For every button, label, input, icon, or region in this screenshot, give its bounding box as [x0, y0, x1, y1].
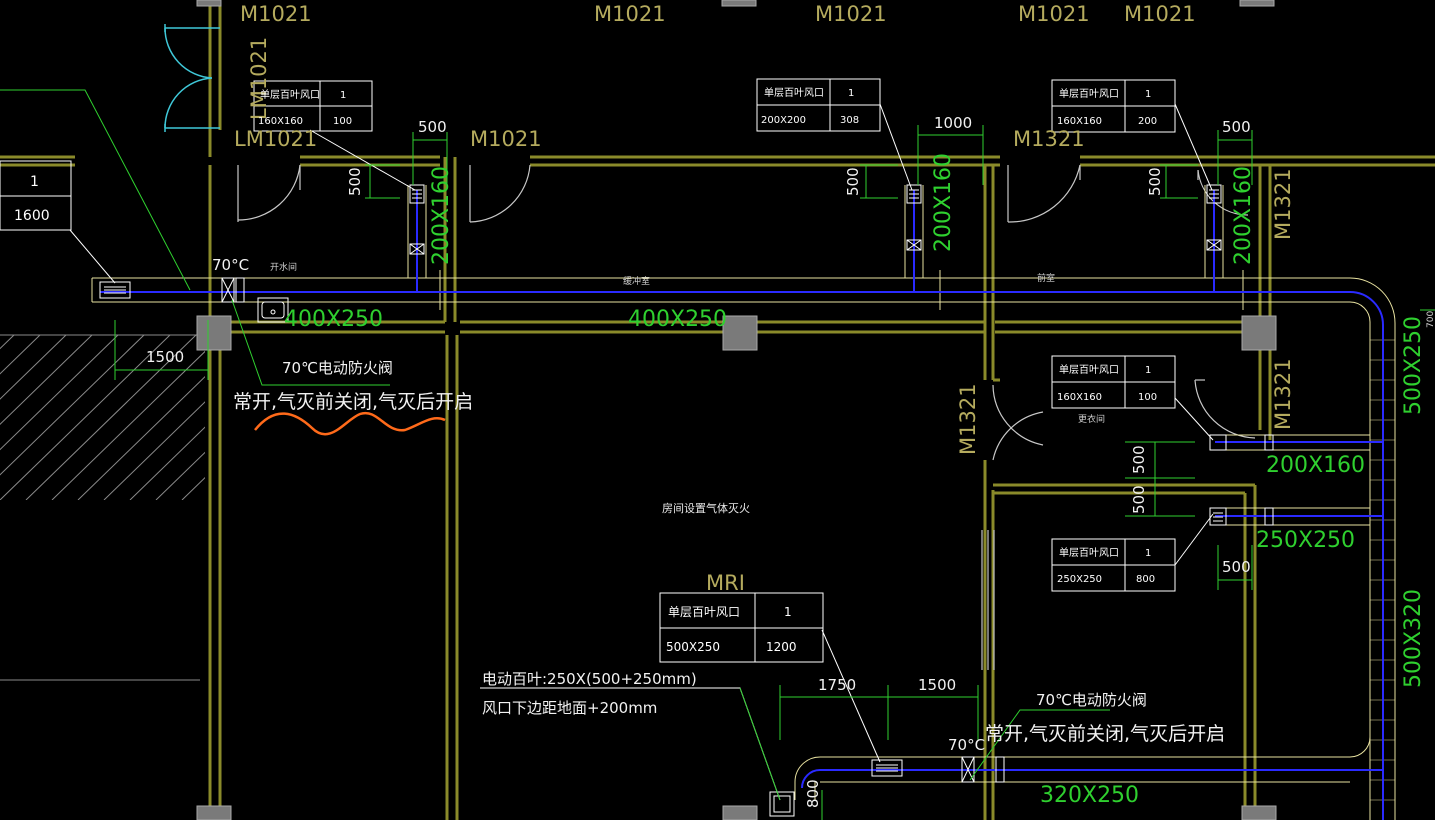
dimension-lines	[114, 125, 1435, 820]
svg-text:500: 500	[1130, 445, 1148, 474]
svg-text:单层百叶风口: 单层百叶风口	[764, 87, 824, 99]
table-text: 单层百叶风口 1 160X160 100 单层百叶风口 1 200X200 30…	[14, 87, 1157, 654]
door-label: M1321	[1271, 168, 1295, 240]
room-label-small: 前室	[1037, 272, 1055, 284]
door-label: M1021	[815, 2, 887, 26]
damper-desc-left: 常开,气灭前关闭,气灭后开启	[233, 391, 473, 413]
spec-tables	[0, 78, 1176, 663]
dimension-values: 500 500 1000 500 500 500 1500 500 500 50…	[146, 114, 1435, 808]
door-label: M1021	[240, 2, 312, 26]
damper-name-bottom: 70℃电动防火阀	[1036, 691, 1147, 709]
hatch-region	[0, 334, 205, 681]
louver-note: 电动百叶:250X(500+250mm)	[482, 670, 697, 688]
svg-text:200X200: 200X200	[761, 115, 806, 126]
svg-text:800: 800	[804, 779, 822, 808]
svg-text:单层百叶风口: 单层百叶风口	[668, 605, 740, 619]
door-label: M1021	[1018, 2, 1090, 26]
doors	[237, 164, 1256, 670]
svg-text:100: 100	[333, 116, 352, 127]
svg-text:500: 500	[1222, 118, 1251, 136]
svg-text:500: 500	[418, 118, 447, 136]
duct-size-label: 200X160	[1231, 166, 1256, 265]
svg-text:160X160: 160X160	[1057, 116, 1102, 127]
svg-text:200: 200	[1138, 116, 1157, 127]
damper-desc-bottom: 常开,气灭前关闭,气灭后开启	[985, 723, 1225, 745]
svg-text:500: 500	[1146, 167, 1164, 196]
svg-text:500: 500	[346, 167, 364, 196]
svg-text:1: 1	[340, 90, 346, 101]
svg-text:1: 1	[1145, 89, 1151, 100]
duct-size-label: 200X160	[931, 153, 956, 252]
svg-text:308: 308	[840, 115, 859, 126]
svg-text:单层百叶风口: 单层百叶风口	[1059, 364, 1119, 376]
duct-size-label: 500X250	[1401, 316, 1426, 415]
door-label: M1321	[956, 383, 980, 455]
svg-text:250X250: 250X250	[1057, 574, 1102, 585]
svg-text:1200: 1200	[766, 640, 797, 654]
svg-text:1: 1	[848, 88, 854, 99]
svg-text:1600: 1600	[14, 208, 50, 224]
fire-dampers	[221, 239, 1274, 783]
svg-text:1500: 1500	[918, 676, 956, 694]
duct-size-label: 250X250	[1256, 528, 1355, 553]
svg-text:160X160: 160X160	[1057, 392, 1102, 403]
duct-size-label: 200X160	[429, 166, 454, 265]
svg-text:500: 500	[844, 167, 862, 196]
room-label-small: 开水间	[270, 261, 297, 273]
door-label: M1321	[1013, 127, 1085, 151]
green-leaders	[0, 89, 1110, 801]
svg-text:单层百叶风口: 单层百叶风口	[260, 89, 320, 101]
room-label-small: 更衣间	[1078, 413, 1105, 425]
svg-text:160X160: 160X160	[258, 116, 303, 127]
damper-name-left: 70℃电动防火阀	[282, 359, 393, 377]
svg-text:800: 800	[1136, 574, 1155, 585]
duct-size-label: 200X160	[1266, 453, 1365, 478]
door-label: M1021	[1124, 2, 1196, 26]
duct-size-label: 400X250	[628, 307, 727, 332]
svg-text:1: 1	[1145, 365, 1151, 376]
damper-temp-bottom: 70°C	[948, 736, 985, 754]
duct-size-label: 320X250	[1040, 783, 1139, 808]
door-label: M1021	[594, 2, 666, 26]
svg-text:1000: 1000	[934, 114, 972, 132]
svg-text:100: 100	[1138, 392, 1157, 403]
damper-temp-left: 70°C	[212, 256, 249, 274]
door-label: LM1021	[234, 127, 317, 151]
revision-cloud	[254, 411, 446, 436]
svg-text:单层百叶风口: 单层百叶风口	[1059, 88, 1119, 100]
svg-text:单层百叶风口: 单层百叶风口	[1059, 547, 1119, 559]
svg-text:1: 1	[1145, 548, 1151, 559]
svg-text:1: 1	[30, 174, 39, 190]
louver-note: 风口下边距地面+200mm	[482, 699, 657, 717]
duct-network	[91, 185, 1396, 820]
svg-text:500: 500	[1130, 485, 1148, 514]
gas-fire-note: 房间设置气体灭火	[662, 501, 750, 515]
room-label-small: 缓冲室	[623, 275, 650, 287]
glass-door	[164, 24, 220, 132]
duct-size-label: 400X250	[284, 307, 383, 332]
svg-text:1: 1	[784, 605, 792, 619]
svg-text:500: 500	[1222, 558, 1251, 576]
duct-size-label: 500X320	[1401, 589, 1426, 688]
svg-text:1500: 1500	[146, 348, 184, 366]
room-label-mri: MRI	[706, 571, 745, 595]
door-label: M1321	[1271, 358, 1295, 430]
columns	[196, 0, 1277, 820]
door-label: LM1021	[247, 37, 271, 120]
svg-text:1750: 1750	[818, 676, 856, 694]
svg-text:700: 700	[1426, 311, 1435, 328]
svg-text:500X250: 500X250	[666, 640, 720, 654]
grilles	[99, 184, 1227, 817]
door-label: M1021	[470, 127, 542, 151]
